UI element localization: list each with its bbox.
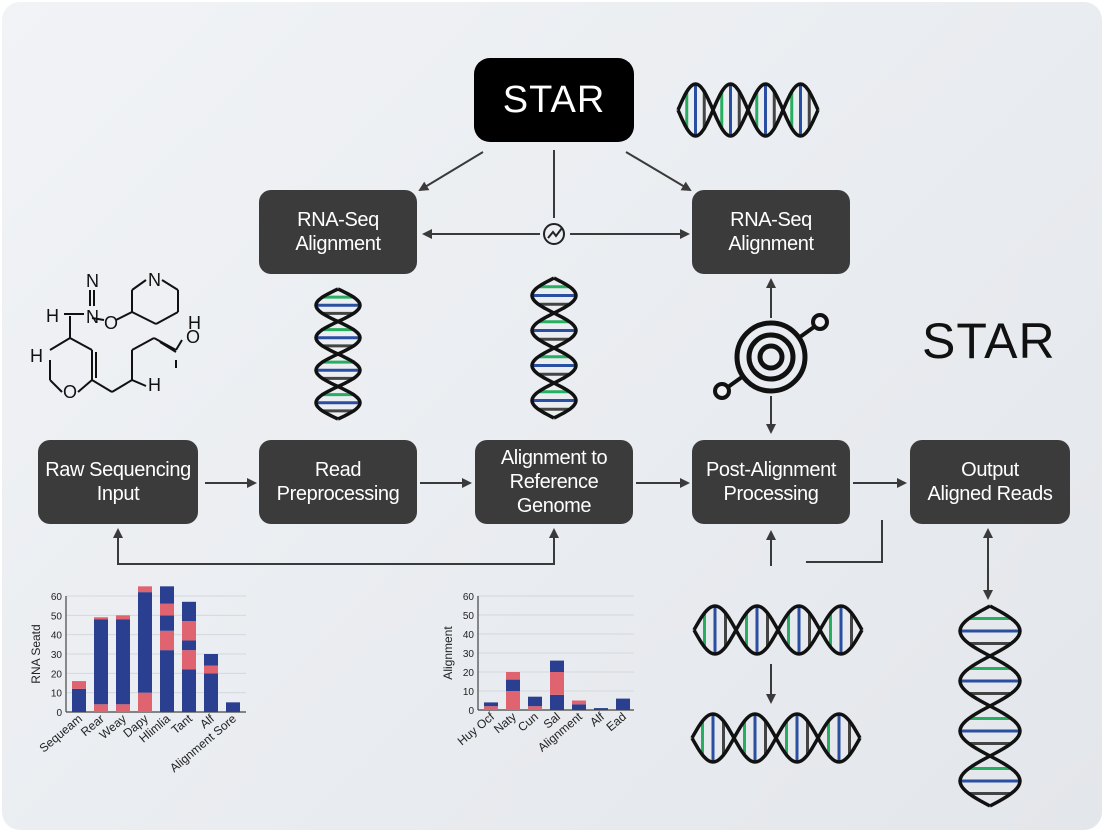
- connector-arrows: [113, 150, 993, 704]
- y-axis-label: RNA Seatd: [29, 624, 43, 683]
- rna-seq-alignment-right-node[interactable]: RNA-Seq Alignment: [692, 190, 850, 274]
- bar-segment: [116, 704, 130, 712]
- dna-helix-layer: [314, 82, 1022, 808]
- bar-segment: [160, 603, 174, 616]
- y-tick-label: 50: [463, 611, 475, 622]
- dna-helix-bottom-mid-upper: [692, 604, 864, 656]
- bar-segment: [138, 692, 152, 712]
- gauge-icon: [543, 223, 565, 245]
- y-tick-label: 10: [463, 687, 475, 698]
- bar-segment: [94, 619, 108, 705]
- bar-segment: [72, 681, 86, 689]
- atom-h3: H: [30, 346, 43, 366]
- bar-segment: [138, 592, 152, 693]
- dna-helix-top-right: [676, 82, 820, 138]
- atom-h2: H: [188, 313, 201, 333]
- bar-segment: [182, 640, 196, 651]
- bar-segment: [528, 706, 542, 710]
- dna-helix-center: [530, 276, 578, 420]
- bar-segment: [204, 665, 218, 674]
- y-tick-label: 20: [51, 669, 63, 680]
- bar-segment: [160, 650, 174, 712]
- rna-seq-alignment-left-node[interactable]: RNA-Seq Alignment: [259, 190, 417, 274]
- y-tick-label: 40: [463, 630, 475, 641]
- bar-segment: [160, 615, 174, 631]
- bar-segment: [94, 617, 108, 620]
- bar-segment: [484, 702, 498, 707]
- bar-segment: [182, 621, 196, 641]
- alignment-to-reference-genome-node[interactable]: Alignment to Reference Genome: [475, 440, 633, 524]
- bar-segment: [226, 702, 240, 712]
- bar-segment: [550, 660, 564, 672]
- target-icon: [713, 313, 829, 400]
- y-tick-label: 30: [51, 650, 63, 661]
- bar-segment: [116, 619, 130, 705]
- bar-segment: [528, 696, 542, 707]
- bar-segment: [550, 694, 564, 710]
- atom-o1: O: [104, 313, 118, 333]
- bar-segment: [138, 586, 152, 593]
- category-label: Huy Ocf: [455, 709, 498, 748]
- bar-segment: [572, 700, 586, 705]
- star-node[interactable]: STAR: [474, 58, 634, 142]
- bar-segment: [594, 708, 608, 710]
- bar-segment: [506, 679, 520, 691]
- category-label: Alf: [587, 709, 607, 729]
- atom-o2: O: [186, 327, 200, 347]
- category-label: Tant: [169, 711, 196, 737]
- bar-segment: [506, 672, 520, 680]
- molecule-atom-labels: N N O N H H H O O H: [30, 270, 201, 402]
- atom-h1: H: [46, 306, 59, 326]
- y-tick-label: 30: [463, 649, 475, 660]
- y-axis-label: Alignment: [441, 626, 455, 680]
- post-alignment-processing-node[interactable]: Post-Alignment Processing: [692, 440, 850, 524]
- read-preprocessing-node[interactable]: Read Preprocessing: [259, 440, 417, 524]
- bar-segment: [72, 688, 86, 712]
- molecule-structure: [49, 279, 183, 393]
- bar-segment: [204, 673, 218, 712]
- output-aligned-reads-node[interactable]: Output Aligned Reads: [910, 440, 1070, 524]
- raw-sequencing-input-node[interactable]: Raw Sequencing Input: [38, 440, 198, 524]
- bar-segment: [182, 650, 196, 670]
- atom-n2: N: [86, 307, 99, 327]
- y-tick-label: 60: [51, 592, 63, 603]
- y-tick-label: 40: [51, 631, 63, 642]
- bar-segment: [550, 672, 564, 695]
- y-tick-label: 10: [51, 689, 63, 700]
- bar-segment: [506, 691, 520, 710]
- dna-helix-left: [314, 287, 362, 421]
- star-side-label: STAR: [922, 313, 1056, 369]
- category-label: Alignment: [535, 709, 585, 754]
- bar-segment: [204, 654, 218, 666]
- y-tick-label: 20: [463, 668, 475, 679]
- category-label: Cun: [515, 710, 541, 735]
- bar-segment: [160, 586, 174, 604]
- y-tick-label: 60: [463, 592, 475, 603]
- atom-n1: N: [86, 271, 99, 291]
- bar-segment: [616, 698, 630, 710]
- dna-helix-bottom-right: [958, 604, 1022, 808]
- bar-segment: [116, 615, 130, 620]
- bar-segment: [182, 601, 196, 622]
- bar-segment: [182, 669, 196, 712]
- atom-h4: H: [148, 375, 161, 395]
- category-label: Ead: [604, 710, 629, 734]
- bar-segment: [484, 706, 498, 710]
- atom-n3: N: [148, 270, 161, 290]
- y-tick-label: 0: [56, 708, 62, 719]
- dna-helix-bottom-mid-lower: [690, 712, 862, 764]
- bar-segment: [94, 704, 108, 712]
- y-tick-label: 50: [51, 611, 63, 622]
- atom-o3: O: [63, 382, 77, 402]
- bar-segment: [160, 630, 174, 651]
- y-tick-label: 0: [468, 706, 474, 717]
- bar-segment: [572, 704, 586, 710]
